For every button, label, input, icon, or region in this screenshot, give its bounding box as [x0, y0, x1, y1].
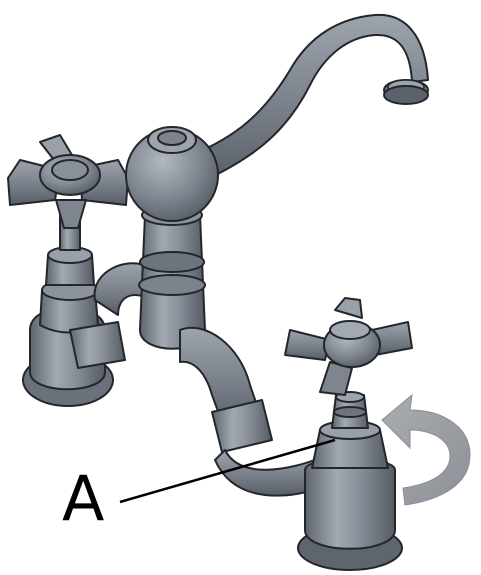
lower-pipe-nut	[211, 399, 273, 453]
counter-clockwise-arrow-icon	[381, 393, 471, 506]
right-valve	[297, 391, 403, 571]
left-valve	[22, 209, 114, 407]
central-column	[69, 126, 219, 369]
right-cross-handle	[284, 297, 413, 396]
left-connector-nut	[69, 321, 126, 369]
lower-pipe	[179, 326, 331, 497]
spout	[179, 13, 429, 186]
right-valve-body	[304, 457, 396, 550]
callout-label-a: A	[62, 462, 105, 535]
left-cross-handle	[7, 134, 129, 229]
callout-leader-line	[119, 438, 336, 504]
